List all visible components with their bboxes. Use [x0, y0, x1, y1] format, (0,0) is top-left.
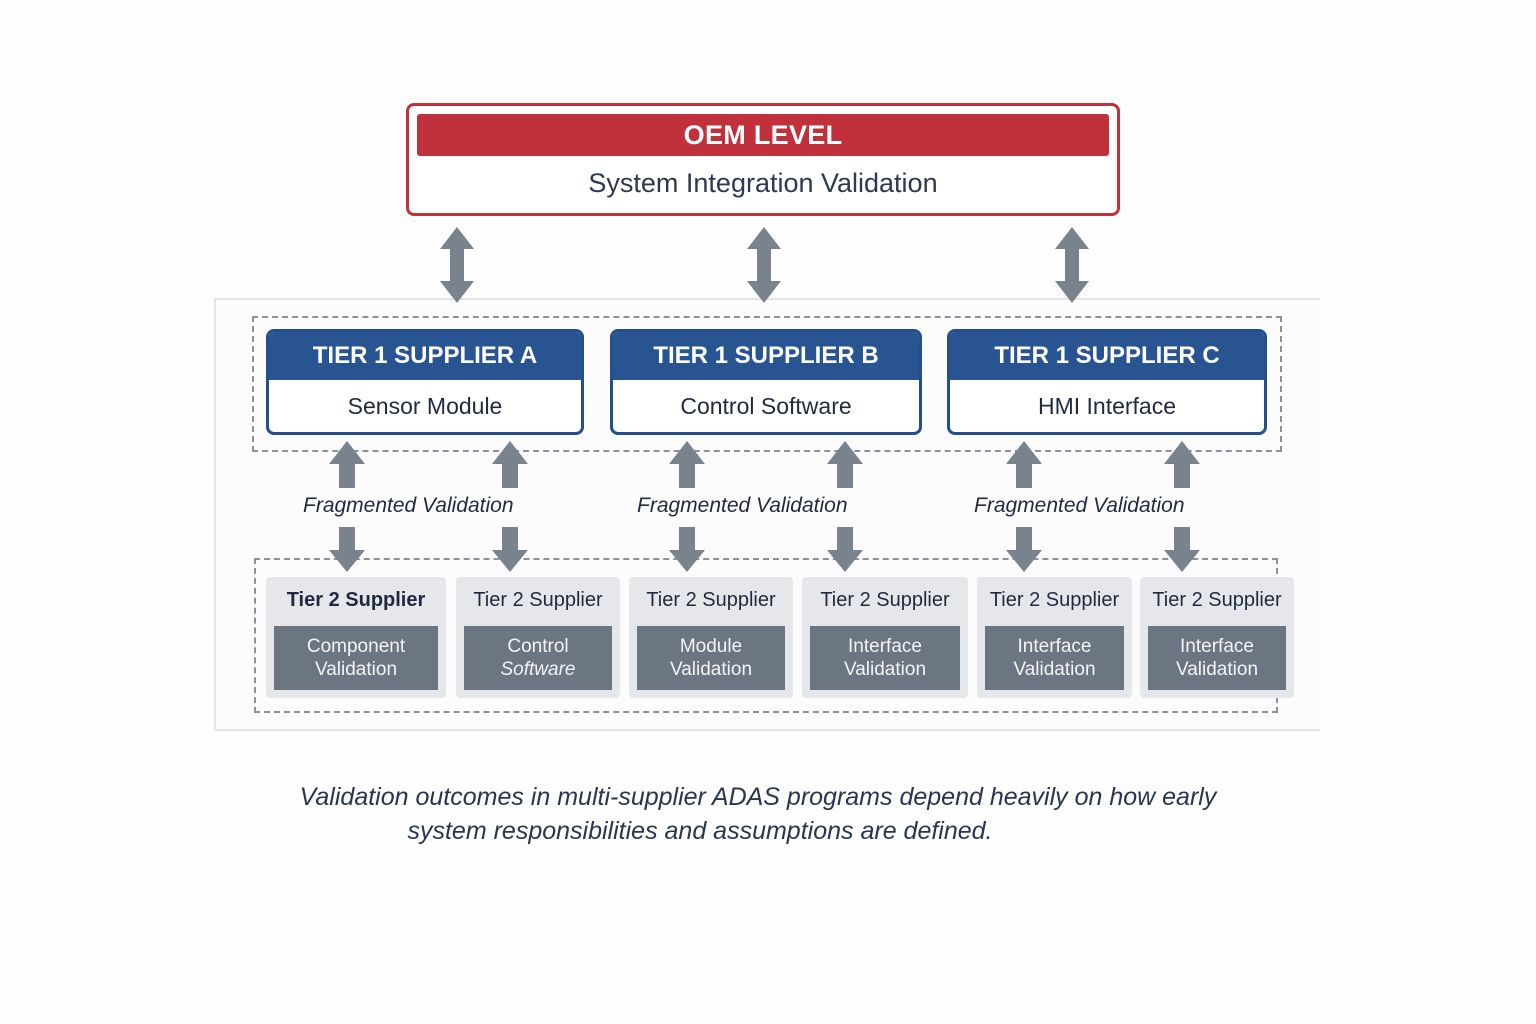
tier2-scope-line1: Control — [507, 636, 569, 657]
tier2-title: Tier 2 Supplier — [646, 589, 776, 611]
tier1-group-outline — [252, 316, 1282, 452]
tier1-scope: Sensor Module — [347, 392, 503, 419]
tier2-supplier: Tier 2 Supplier Interface Validation — [802, 577, 968, 698]
tier2-title: Tier 2 Supplier — [1152, 589, 1282, 611]
tier2-title: Tier 2 Supplier — [820, 589, 950, 611]
double-arrow-icon — [1055, 227, 1089, 303]
fragmented-validation-label: Fragmented Validation — [974, 494, 1185, 517]
fragmented-validation-label: Fragmented Validation — [637, 494, 848, 517]
oem-level-title: OEM LEVEL — [417, 114, 1109, 156]
tier2-scope-line2: Validation — [1175, 659, 1259, 680]
tier2-scope-line2: Validation — [843, 659, 927, 680]
tier1-supplier-c: TIER 1 SUPPLIER C HMI Interface — [947, 329, 1267, 435]
tier2-title: Tier 2 Supplier — [989, 589, 1120, 611]
tier2-supplier: Tier 2 Supplier Interface Validation — [1140, 577, 1294, 698]
tier2-scope-line2: Software — [500, 659, 576, 680]
tier2-scope-line1: Interface — [1180, 636, 1254, 657]
oem-level-subtitle: System Integration Validation — [588, 168, 938, 198]
tier2-scope-line2: Validation — [1013, 659, 1096, 680]
tier2-title: Tier 2 Supplier — [473, 589, 603, 611]
tier1-title: TIER 1 SUPPLIER A — [269, 332, 581, 380]
tier2-scope: Interface Validation — [985, 626, 1124, 690]
caption-line-2: system responsibilities and assumptions … — [407, 817, 993, 845]
tier2-scope-line1: Component — [306, 636, 406, 657]
tier1-scope: HMI Interface — [1037, 392, 1177, 419]
tier2-title: Tier 2 Supplier — [286, 589, 426, 611]
tier2-scope-line1: Module — [679, 636, 743, 657]
double-arrow-icon — [440, 227, 474, 303]
fragmented-validation-label: Fragmented Validation — [303, 494, 514, 517]
tier2-scope: Module Validation — [637, 626, 785, 690]
tier2-supplier: Tier 2 Supplier Control Software — [456, 577, 620, 698]
tier2-supplier: Tier 2 Supplier Component Validation — [266, 577, 446, 698]
tier2-scope-line2: Validation — [669, 659, 753, 680]
tier2-supplier: Tier 2 Supplier Interface Validation — [977, 577, 1132, 698]
tier2-scope-line1: Interface — [1017, 636, 1092, 657]
tier1-title: TIER 1 SUPPLIER B — [613, 332, 919, 380]
tier2-scope: Control Software — [464, 626, 612, 690]
tier2-supplier: Tier 2 Supplier Module Validation — [629, 577, 793, 698]
tier2-scope: Interface Validation — [810, 626, 960, 690]
tier2-scope-line1: Interface — [848, 636, 922, 657]
tier2-scope: Component Validation — [274, 626, 438, 690]
tier1-supplier-a: TIER 1 SUPPLIER A Sensor Module — [266, 329, 584, 435]
double-arrow-icon — [747, 227, 781, 303]
tier1-title: TIER 1 SUPPLIER C — [950, 332, 1264, 380]
tier1-supplier-b: TIER 1 SUPPLIER B Control Software — [610, 329, 922, 435]
tier1-scope: Control Software — [680, 392, 852, 419]
tier2-scope: Interface Validation — [1148, 626, 1286, 690]
tier2-scope-line2: Validation — [314, 659, 398, 680]
oem-level-box: OEM LEVEL System Integration Validation — [406, 103, 1120, 216]
caption-line-1: Validation outcomes in multi-supplier AD… — [299, 783, 1217, 811]
